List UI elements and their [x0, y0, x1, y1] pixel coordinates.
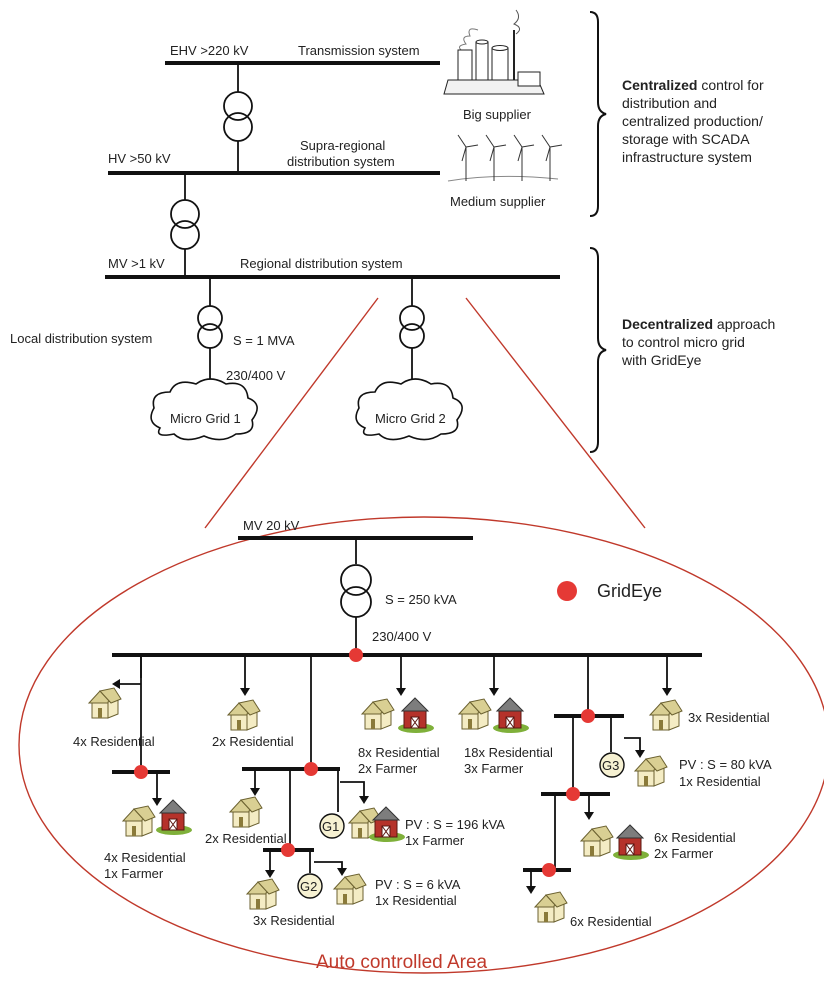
load-3x-residential-b: 3x Residential — [253, 913, 335, 928]
centralized-note-line2: distribution and — [622, 95, 717, 111]
medium-supplier-label: Medium supplier — [450, 194, 546, 209]
transformer-mg2 — [399, 305, 425, 349]
generator-g2-label: G2 — [300, 879, 317, 894]
voltage-230-top-label: 230/400 V — [226, 368, 286, 383]
load-pv-6-b: 1x Residential — [375, 893, 457, 908]
auto-controlled-area-label: Auto controlled Area — [316, 952, 488, 973]
regional-label: Regional distribution system — [240, 256, 403, 271]
decentralized-note-line1: Decentralized approach — [622, 316, 775, 332]
s250-label: S = 250 kVA — [385, 592, 457, 607]
grideye-sub-4 — [581, 709, 595, 723]
load-4x-residential: 4x Residential — [73, 734, 155, 749]
generator-g3-label: G3 — [602, 758, 619, 773]
transmission-label: Transmission system — [298, 43, 420, 58]
grideye-sub-1 — [134, 765, 148, 779]
grideye-legend-marker — [557, 581, 577, 601]
micro-grid-2-cloud — [355, 378, 463, 441]
load-3x-residential: 3x Residential — [688, 710, 770, 725]
decentralized-note-line3: with GridEye — [621, 352, 702, 368]
decentralized-brace — [589, 247, 607, 453]
load-18x-res-b: 3x Farmer — [464, 761, 524, 776]
transformer-1 — [223, 91, 253, 142]
generator-g1-label: G1 — [322, 819, 339, 834]
centralized-note-line3: centralized production/ — [622, 113, 763, 129]
load-pv-80-a: PV : S = 80 kVA — [679, 757, 772, 772]
centralized-note-line4: storage with SCADA — [622, 131, 750, 147]
load-pv-6-a: PV : S = 6 kVA — [375, 877, 461, 892]
grideye-legend-label: GridEye — [597, 581, 662, 601]
load-6x-residential: 6x Residential — [570, 914, 652, 929]
grideye-sub-3 — [281, 843, 295, 857]
hv-label: HV >50 kV — [108, 151, 171, 166]
load-4x-res-1x-farmer-b: 1x Farmer — [104, 866, 164, 881]
transformer-mg1 — [197, 305, 223, 349]
load-2x-residential: 2x Residential — [212, 734, 294, 749]
grideye-main — [349, 648, 363, 662]
load-pv-196-b: 1x Farmer — [405, 833, 465, 848]
supra-regional-label-2: distribution system — [287, 154, 395, 169]
load-8x-res-a: 8x Residential — [358, 745, 440, 760]
auto-controlled-area-outline — [18, 516, 824, 974]
mv20-label: MV 20 kV — [243, 518, 300, 533]
transformer-250kva — [340, 564, 372, 618]
load-pv-80-b: 1x Residential — [679, 774, 761, 789]
factory-icon — [443, 9, 545, 95]
decentralized-note-line2: to control micro grid — [622, 334, 745, 350]
mv-label: MV >1 kV — [108, 256, 165, 271]
load-18x-res-a: 18x Residential — [464, 745, 553, 760]
transformer-2 — [170, 199, 200, 250]
load-2x-residential-b: 2x Residential — [205, 831, 287, 846]
centralized-note-line1: Centralized control for — [622, 77, 764, 93]
generator-g3 — [599, 752, 625, 778]
wind-farm-icon — [447, 134, 563, 182]
load-6x-res-2x-farmer-a: 6x Residential — [654, 830, 736, 845]
s1mva-label: S = 1 MVA — [233, 333, 295, 348]
centralized-note-line5: infrastructure system — [622, 149, 752, 165]
grideye-sub-5 — [566, 787, 580, 801]
micro-grid-2-label: Micro Grid 2 — [375, 411, 446, 426]
generator-g1 — [319, 813, 345, 839]
centralized-brace — [589, 11, 607, 217]
zoom-line-right — [465, 297, 646, 529]
ehv-label: EHV >220 kV — [170, 43, 249, 58]
load-8x-res-b: 2x Farmer — [358, 761, 418, 776]
micro-grid-1-cloud — [150, 378, 258, 441]
zoom-line-left — [204, 297, 379, 529]
load-6x-res-2x-farmer-b: 2x Farmer — [654, 846, 714, 861]
grideye-sub-2 — [304, 762, 318, 776]
big-supplier-label: Big supplier — [463, 107, 532, 122]
voltage-230-bottom-label: 230/400 V — [372, 629, 432, 644]
supra-regional-label-1: Supra-regional — [300, 138, 385, 153]
micro-grid-1-label: Micro Grid 1 — [170, 411, 241, 426]
local-distribution-label: Local distribution system — [10, 331, 152, 346]
grideye-sub-6 — [542, 863, 556, 877]
load-pv-196-a: PV : S = 196 kVA — [405, 817, 505, 832]
load-4x-res-1x-farmer-a: 4x Residential — [104, 850, 186, 865]
generator-g2 — [297, 873, 323, 899]
